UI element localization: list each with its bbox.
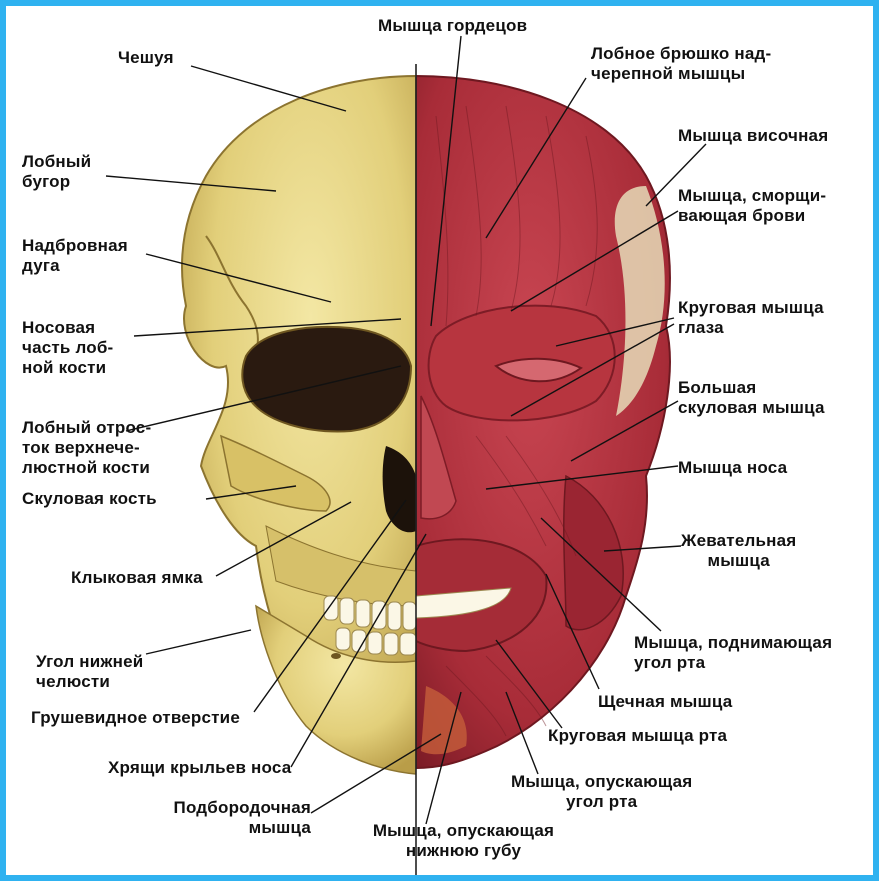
- label-nasalis: Мышца носа: [678, 458, 787, 478]
- label-mentalis: Подбородочная мышца: [136, 798, 311, 838]
- label-piriform-aperture: Грушевидное отверстие: [31, 708, 240, 728]
- label-frontal-tuber: Лобный бугор: [22, 152, 91, 192]
- label-frontal-belly: Лобное брюшко над- черепной мышцы: [591, 44, 771, 84]
- label-depressor-lower-lip: Мышца, опускающая нижнюю губу: [346, 821, 581, 861]
- label-orbicularis-oris: Круговая мышца рта: [548, 726, 727, 746]
- label-temporalis: Мышца височная: [678, 126, 828, 146]
- label-mandible-angle: Угол нижней челюсти: [36, 652, 143, 692]
- label-masseter: Жевательная мышца: [681, 531, 796, 571]
- mental-foramen: [331, 653, 341, 659]
- head-outline: [416, 76, 670, 768]
- diagram-frame: Чешуя Лобный бугор Надбровная дуга Носов…: [6, 6, 873, 875]
- muscle-half: [416, 76, 670, 768]
- label-canine-fossa: Клыковая ямка: [71, 568, 203, 588]
- skull-half: [182, 76, 416, 774]
- label-zygomaticus-major: Большая скуловая мышца: [678, 378, 825, 418]
- label-nasal-part-frontal: Носовая часть лоб- ной кости: [22, 318, 113, 378]
- label-scale: Чешуя: [118, 48, 174, 68]
- label-frontal-process-maxilla: Лобный отрос- ток верхнече- люстной кост…: [22, 418, 151, 478]
- orbit: [242, 327, 411, 431]
- label-corrugator: Мышца, сморщи- вающая брови: [678, 186, 826, 226]
- label-alar-cartilages: Хрящи крыльев носа: [108, 758, 291, 778]
- label-orbicularis-oculi: Круговая мышца глаза: [678, 298, 824, 338]
- label-zygomatic-bone: Скуловая кость: [22, 489, 157, 509]
- label-buccinator: Щечная мышца: [598, 692, 732, 712]
- label-levator-anguli-oris: Мышца, поднимающая угол рта: [634, 633, 832, 673]
- label-superciliary-arch: Надбровная дуга: [22, 236, 128, 276]
- label-depressor-anguli-oris: Мышца, опускающая угол рта: [511, 772, 692, 812]
- label-procerus: Мышца гордецов: [378, 16, 527, 36]
